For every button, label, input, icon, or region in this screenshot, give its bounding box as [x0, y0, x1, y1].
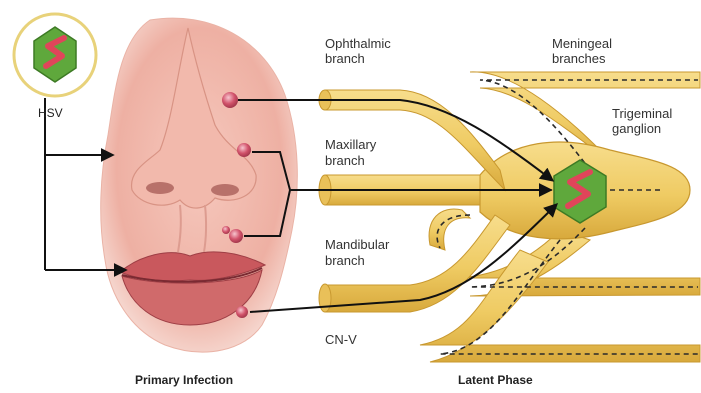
maxillary-label-line1: Maxillary — [325, 137, 376, 152]
caption-latent-phase: Latent Phase — [458, 373, 533, 387]
hsv-virus-badge — [14, 14, 96, 96]
ophthalmic-label-line2: branch — [325, 51, 365, 66]
meningeal-label-line1: Meningeal — [552, 36, 612, 51]
lesion-upper-lip — [229, 229, 243, 243]
ganglion-label-line2: ganglion — [612, 121, 661, 136]
lesion-lower-lip — [236, 306, 248, 318]
lesion-nostril — [237, 143, 251, 157]
lesion-nose-bridge — [222, 92, 238, 108]
right-nostril — [211, 184, 239, 196]
cnv-label: CN-V — [325, 332, 357, 347]
lesion-upper-lip-small — [222, 226, 230, 234]
mandibular-loop — [429, 209, 470, 250]
caption-primary-infection: Primary Infection — [135, 373, 233, 387]
ganglion-label-line1: Trigeminal — [612, 106, 672, 121]
meningeal-label-line2: branches — [552, 51, 605, 66]
maxillary-label-line2: branch — [325, 153, 365, 168]
face-illustration — [101, 18, 298, 352]
hsv-label: HSV — [38, 106, 63, 120]
mandibular-label-line1: Mandibular — [325, 237, 389, 252]
ophthalmic-label-line1: Ophthalmic — [325, 36, 391, 51]
left-nostril — [146, 182, 174, 194]
mandibular-label-line2: branch — [325, 253, 365, 268]
